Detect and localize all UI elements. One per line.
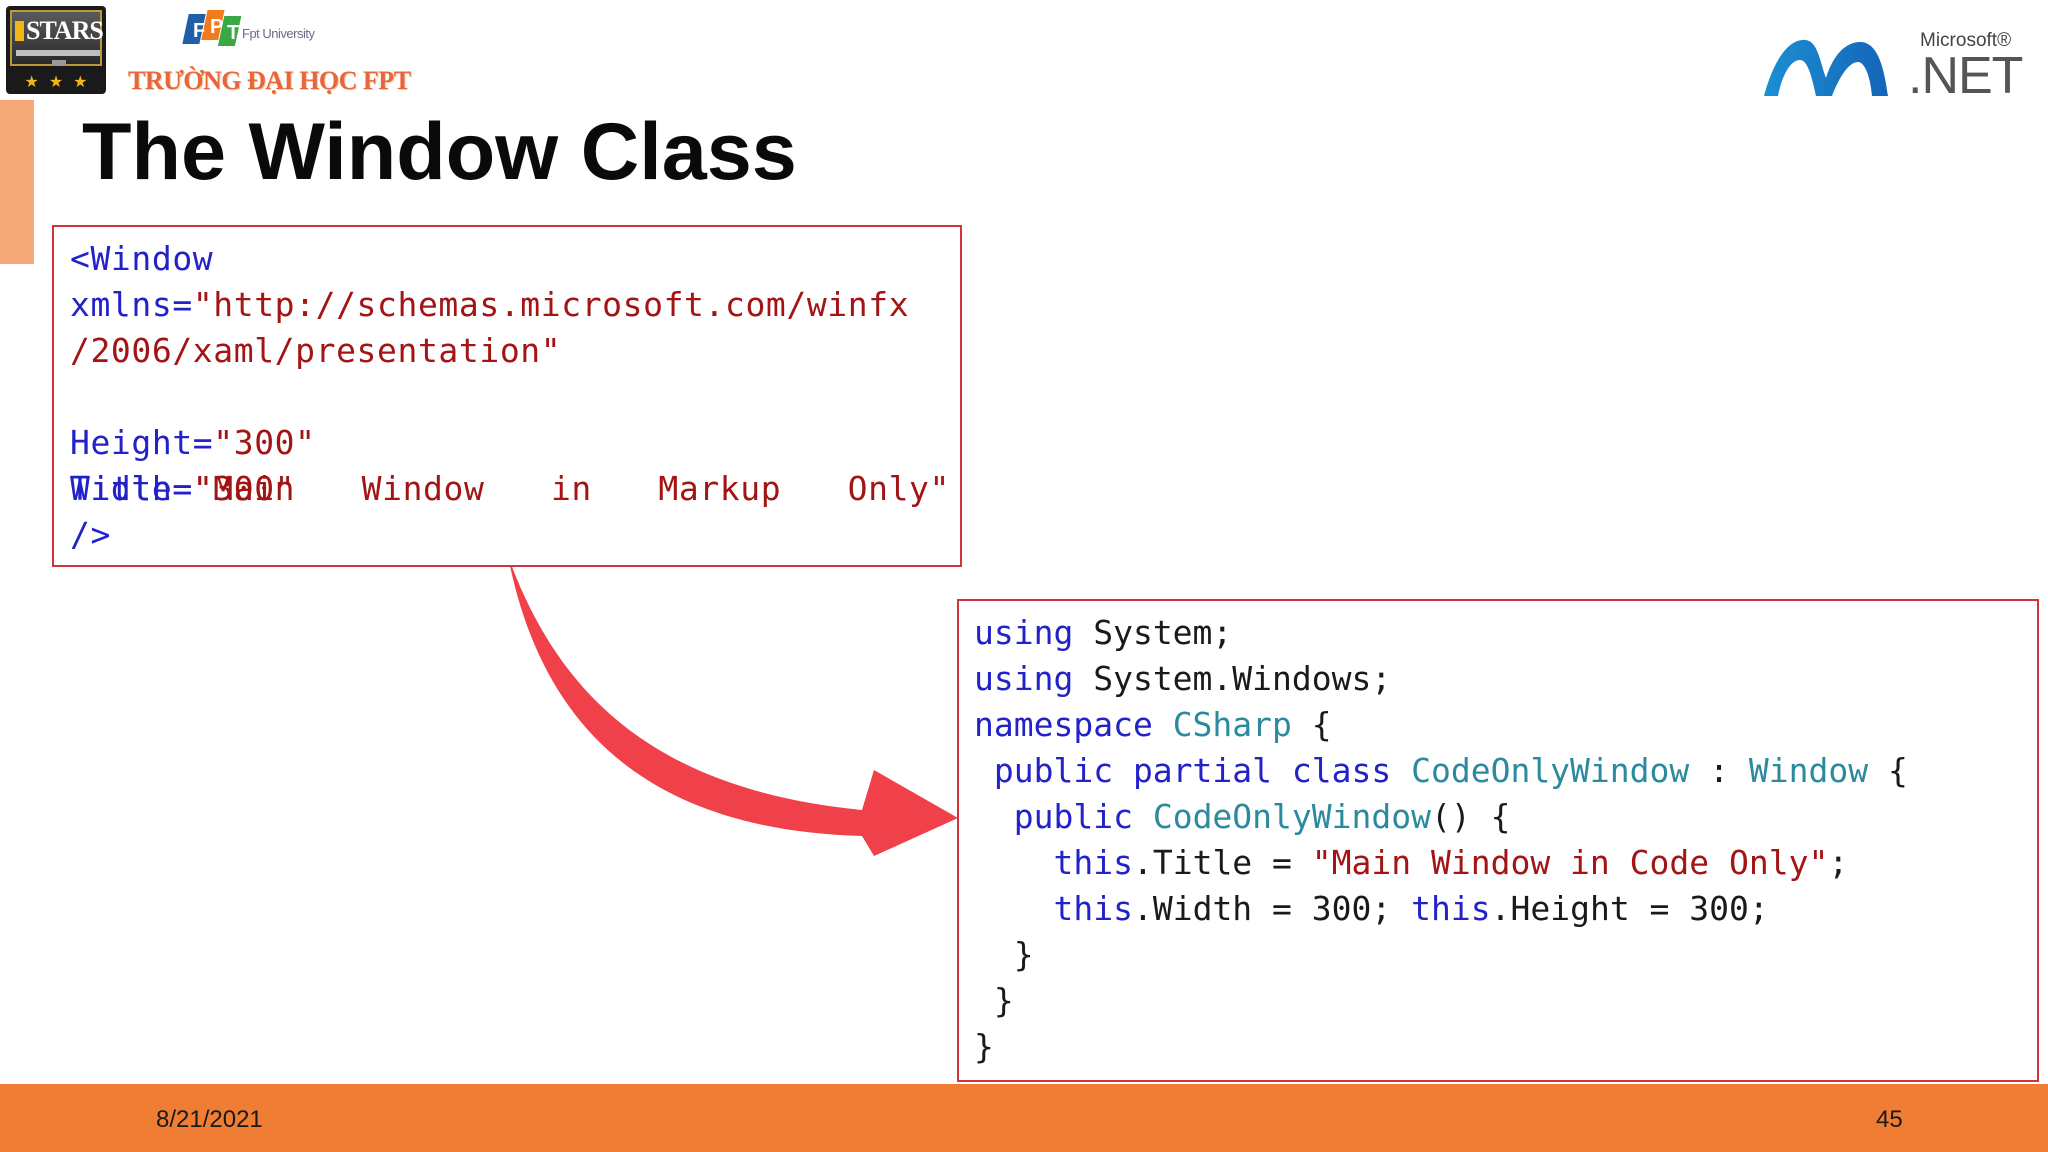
- code-line: Width="300": [70, 469, 296, 508]
- fpt-letter-f: F: [193, 20, 205, 42]
- code-line: }: [974, 1027, 994, 1066]
- stars-logo-text: STARS: [26, 16, 104, 45]
- title-accent-bar: [0, 100, 34, 264]
- code-line: /2006/xaml/presentation": [70, 331, 562, 370]
- code-line: }: [974, 981, 1014, 1020]
- code-line: xmlns="http://schemas.microsoft.com/winf…: [70, 285, 910, 324]
- slide-title: The Window Class: [82, 107, 797, 197]
- fpt-university-text: Fpt University: [242, 26, 315, 41]
- fpt-logo: F P T Fpt University: [178, 6, 328, 56]
- fpt-letter-t: T: [227, 22, 239, 44]
- code-line: using System;: [974, 613, 1233, 652]
- code-line: this.Title = "Main Window in Code Only";: [1053, 843, 1849, 882]
- code-line: />: [70, 515, 111, 554]
- code-line: namespace CSharp {: [974, 705, 1332, 744]
- footer-bar: 8/21/2021 45: [0, 1084, 2048, 1152]
- net-text: .NET: [1908, 47, 2023, 105]
- csharp-code-box: using System; using System.Windows; name…: [957, 599, 2039, 1082]
- stars-rating-icon: ★★★: [24, 74, 88, 91]
- dotnet-logo: Microsoft® .NET: [1760, 28, 2030, 105]
- stars-award-logo: STARS ★★★: [6, 6, 106, 94]
- code-line: Height="300": [70, 423, 316, 462]
- code-line: public CodeOnlyWindow() {: [974, 797, 1511, 836]
- fpt-letter-p: P: [210, 16, 223, 38]
- code-line: public partial class CodeOnlyWindow : Wi…: [974, 751, 1908, 790]
- fpt-tiles-icon: F P T: [182, 10, 242, 46]
- dotnet-wave-icon: [1764, 39, 1888, 96]
- code-line: this.Width = 300; this.Height = 300;: [1053, 889, 1769, 928]
- xaml-code-box: <Window xmlns="http://schemas.microsoft.…: [52, 225, 962, 567]
- code-line: <Window: [70, 239, 214, 278]
- footer-date: 8/21/2021: [156, 1106, 263, 1133]
- code-line: }: [974, 935, 1034, 974]
- code-line: Title="Main Window in Markup Only": [70, 469, 950, 508]
- page-number: 45: [1876, 1106, 1903, 1133]
- code-line: using System.Windows;: [974, 659, 1392, 698]
- school-name: TRƯỜNG ĐẠI HỌC FPT: [128, 66, 411, 95]
- microsoft-text: Microsoft®: [1920, 30, 2012, 51]
